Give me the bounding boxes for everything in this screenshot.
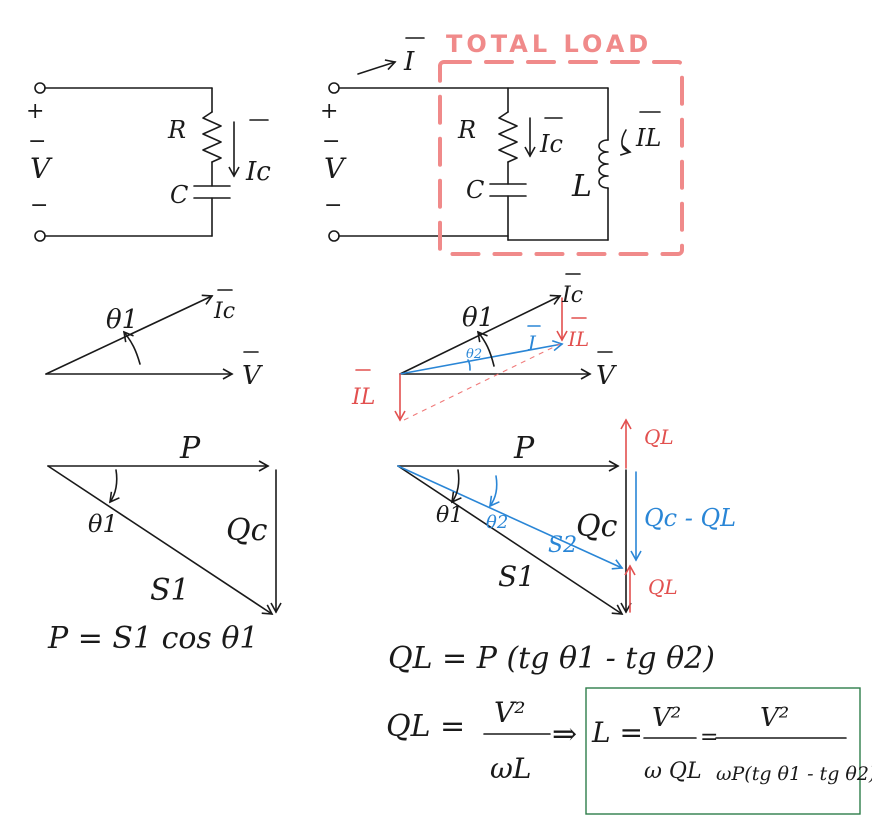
angle1-arc <box>476 330 495 367</box>
apparent-power-s2-vector <box>397 465 624 570</box>
current-total-phasor <box>399 339 564 375</box>
implies-arrow: ⇒ <box>552 717 577 752</box>
terminal-top <box>328 82 340 94</box>
left-power-triangle: P θ1 Qc S1 <box>47 431 282 615</box>
left-phasor-diagram: θ1 Ic V <box>45 289 263 391</box>
angle2-arc <box>489 475 500 508</box>
plus-sign: + <box>26 99 44 124</box>
p-label: P <box>513 431 535 466</box>
ql-denominator: ωL <box>490 752 531 785</box>
angle2-arc <box>467 359 471 371</box>
s2-label: S2 <box>548 533 577 558</box>
terminal-bottom <box>34 230 46 242</box>
ql-numerator: V² <box>494 696 525 729</box>
s1-label: S1 <box>498 560 535 593</box>
current-c-label: Ic <box>213 299 235 324</box>
right-phasor-diagram: θ1 θ2 Ic I IL IL V <box>351 273 617 422</box>
equals-sign: = <box>700 725 718 750</box>
capacitor-label: C <box>170 181 188 209</box>
total-load-box <box>438 60 684 256</box>
apparent-power-s1-vector <box>397 465 624 615</box>
plus-sign: + <box>320 99 338 124</box>
angle-label: θ1 <box>88 510 118 538</box>
angle2-label: θ2 <box>486 512 508 533</box>
current-l-top-label: IL <box>567 327 589 351</box>
ql-formula-2-lhs: QL = <box>386 709 465 744</box>
ql-formula-1: QL = P (tg θ1 - tg θ2) <box>388 641 715 676</box>
current-c-label: Ic <box>245 157 271 187</box>
current-c-label: Ic <box>561 283 583 308</box>
p-label: P <box>179 431 201 466</box>
angle-arc <box>109 469 120 504</box>
result-box <box>585 687 861 815</box>
angle-label: θ1 <box>106 305 138 335</box>
inductor-label: L <box>571 169 592 204</box>
p-formula: P = S1 cos θ1 <box>47 621 259 656</box>
current-total-arrow <box>357 59 397 75</box>
inductor-symbol <box>598 139 609 189</box>
angle1-label: θ1 <box>462 303 494 333</box>
l-denominator-1: ω QL <box>644 759 702 784</box>
resistor-label: R <box>457 116 476 144</box>
l-numerator-2: V² <box>760 703 789 733</box>
qc-label: Qc <box>576 509 618 544</box>
current-total-label: I <box>527 331 537 355</box>
angle1-label: θ1 <box>436 503 463 528</box>
ql-top-label: QL <box>644 425 674 449</box>
voltage-label: V <box>596 361 617 391</box>
l-denominator-2: ωP(tg θ1 - tg θ2) <box>716 763 872 785</box>
minus-sign: − <box>28 129 46 154</box>
voltage-label: V <box>324 152 347 185</box>
apparent-power-vector <box>47 465 274 615</box>
resistor-symbol <box>202 111 222 163</box>
total-load-label: TOTAL LOAD <box>446 30 652 58</box>
current-c-label: Ic <box>539 130 563 158</box>
equations: P = S1 cos θ1 QL = P (tg θ1 - tg θ2) QL … <box>47 621 872 815</box>
current-l-bottom-label: IL <box>351 385 375 410</box>
right-circuit: I TOTAL LOAD + − V − R C L Ic IL <box>320 30 684 256</box>
l-numerator-1: V² <box>652 703 681 733</box>
minus-sign: − <box>322 129 340 154</box>
left-circuit: + − V − R C Ic <box>26 82 271 242</box>
resistor-label: R <box>167 116 186 144</box>
voltage-label: V <box>242 361 263 391</box>
voltage-label: V <box>30 152 53 185</box>
capacitor-label: C <box>466 176 484 204</box>
parallelogram-guide <box>403 343 561 421</box>
angle1-arc <box>451 469 462 504</box>
qc-label: Qc <box>226 513 268 548</box>
angle-arc <box>122 330 141 365</box>
current-l-label: IL <box>635 124 661 152</box>
qc-minus-ql-label: Qc - QL <box>644 504 736 532</box>
current-total-label: I <box>403 47 415 77</box>
minus-sign-lower: − <box>324 193 342 218</box>
angle2-label: θ2 <box>466 347 482 362</box>
current-l-arrow <box>619 129 632 156</box>
terminal-bottom <box>328 230 340 242</box>
resistor-symbol <box>498 111 518 163</box>
s-label: S1 <box>150 573 190 608</box>
ql-bottom-label: QL <box>648 575 678 599</box>
right-power-triangle: P θ1 θ2 Qc S1 S2 QL QL Qc - QL <box>397 418 736 615</box>
l-lhs: L = <box>591 716 643 749</box>
terminal-top <box>34 82 46 94</box>
minus-sign-lower: − <box>30 193 48 218</box>
